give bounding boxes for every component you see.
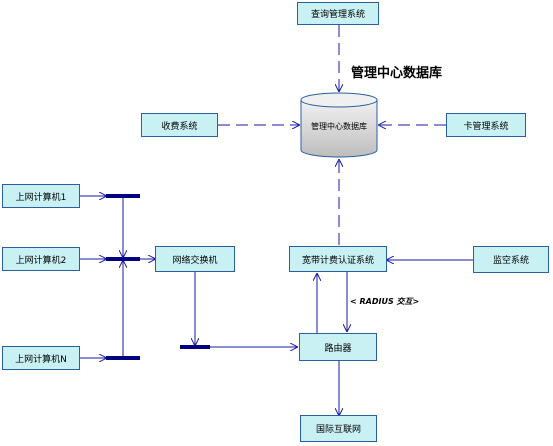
- bus-bar-switch: [180, 345, 210, 349]
- query-system-box: 查询管理系统: [297, 2, 379, 25]
- pc2-box: 上网计算机2: [2, 247, 80, 271]
- switch-box: 网络交换机: [155, 246, 235, 272]
- pc1-box: 上网计算机1: [2, 184, 80, 208]
- internet-box: 国际互联网: [300, 415, 377, 442]
- bus-bar-pc1: [106, 194, 140, 198]
- router-box: 路由器: [299, 333, 377, 361]
- monitor-system-box: 监空系统: [473, 246, 549, 273]
- billing-system-box: 收费系统: [141, 113, 218, 137]
- radius-label: < RADIUS 交互>: [350, 297, 420, 306]
- card-system-box: 卡管理系统: [446, 113, 526, 137]
- bus-bar-pcn: [106, 356, 140, 360]
- broadband-auth-box: 宽带计费认证系统: [289, 246, 387, 272]
- db-label: 管理中心数据库: [311, 122, 367, 131]
- pcn-box: 上网计算机N: [2, 346, 80, 370]
- db-title: 管理中心数据库: [351, 66, 443, 81]
- database-cylinder: [300, 92, 378, 158]
- bus-bar-pc2: [106, 257, 140, 261]
